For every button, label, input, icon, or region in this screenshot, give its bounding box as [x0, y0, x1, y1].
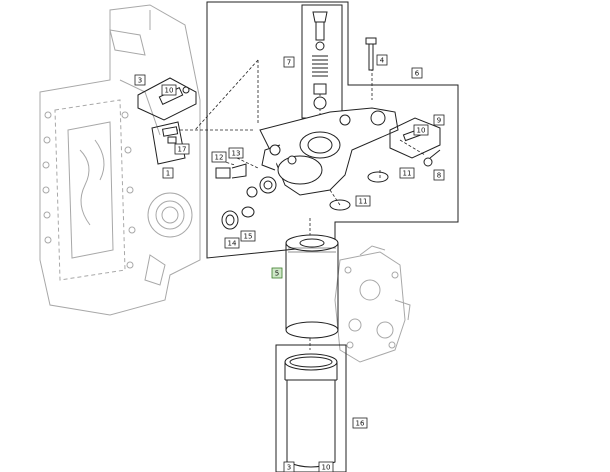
transmission-case-housing [39, 4, 201, 316]
callout-11-top: 11 [399, 167, 415, 179]
callout-3: 3 [134, 74, 146, 86]
svg-text:11: 11 [359, 198, 368, 206]
leader-lines [170, 59, 426, 350]
filter-bowl [284, 353, 338, 468]
svg-text:10: 10 [417, 127, 426, 135]
callout-8: 8 [433, 169, 445, 181]
callout-1: 1 [162, 167, 174, 179]
callout-labels: 1 3 4 5 6 7 8 9 [134, 54, 445, 472]
svg-text:5: 5 [275, 270, 279, 278]
svg-text:11: 11 [403, 170, 412, 178]
callout-13: 13 [228, 147, 244, 159]
fitting-part-1 [151, 121, 186, 165]
svg-text:10: 10 [165, 87, 174, 95]
svg-text:15: 15 [244, 233, 253, 241]
svg-text:13: 13 [232, 150, 241, 158]
svg-text:3: 3 [138, 77, 142, 85]
callout-3-bottom: 3 [283, 461, 295, 472]
callout-9: 9 [433, 114, 445, 126]
callout-11-bottom: 11 [355, 195, 371, 207]
callout-10-right: 10 [413, 124, 429, 136]
o-ring-11a [367, 171, 389, 183]
svg-text:16: 16 [356, 420, 365, 428]
callout-5: 5 [271, 267, 283, 279]
callout-10-bottom: 10 [318, 461, 334, 472]
callout-6: 6 [411, 67, 423, 79]
svg-text:17: 17 [178, 146, 187, 154]
plug-parts-12-13 [215, 163, 277, 198]
svg-text:8: 8 [437, 172, 441, 180]
svg-text:14: 14 [228, 240, 237, 248]
svg-text:4: 4 [380, 57, 385, 65]
svg-text:7: 7 [287, 59, 291, 67]
callout-10-top: 10 [161, 84, 177, 96]
callout-16: 16 [352, 417, 368, 429]
relief-valve-parts [301, 4, 343, 119]
svg-text:9: 9 [437, 117, 441, 125]
filter-head-body [259, 107, 399, 196]
bolt-part [365, 37, 377, 71]
filter-housing-frame [275, 344, 347, 472]
callout-17: 17 [174, 143, 190, 155]
svg-text:1: 1 [166, 170, 170, 178]
svg-text:12: 12 [215, 154, 224, 162]
sensor-part-3 [137, 77, 197, 121]
svg-text:6: 6 [415, 70, 420, 78]
svg-text:3: 3 [287, 464, 291, 472]
callout-4: 4 [376, 54, 388, 66]
svg-text:10: 10 [322, 464, 331, 472]
callout-14: 14 [224, 237, 240, 249]
plug-parts-14-15 [221, 206, 255, 230]
hydraulic-pump-assembly [334, 245, 411, 363]
callout-7: 7 [283, 56, 295, 68]
callout-15: 15 [240, 230, 256, 242]
callout-12: 12 [211, 151, 227, 163]
o-ring-11b [329, 199, 351, 211]
filter-head-group-frame [206, 1, 459, 259]
filter-element [285, 234, 339, 339]
